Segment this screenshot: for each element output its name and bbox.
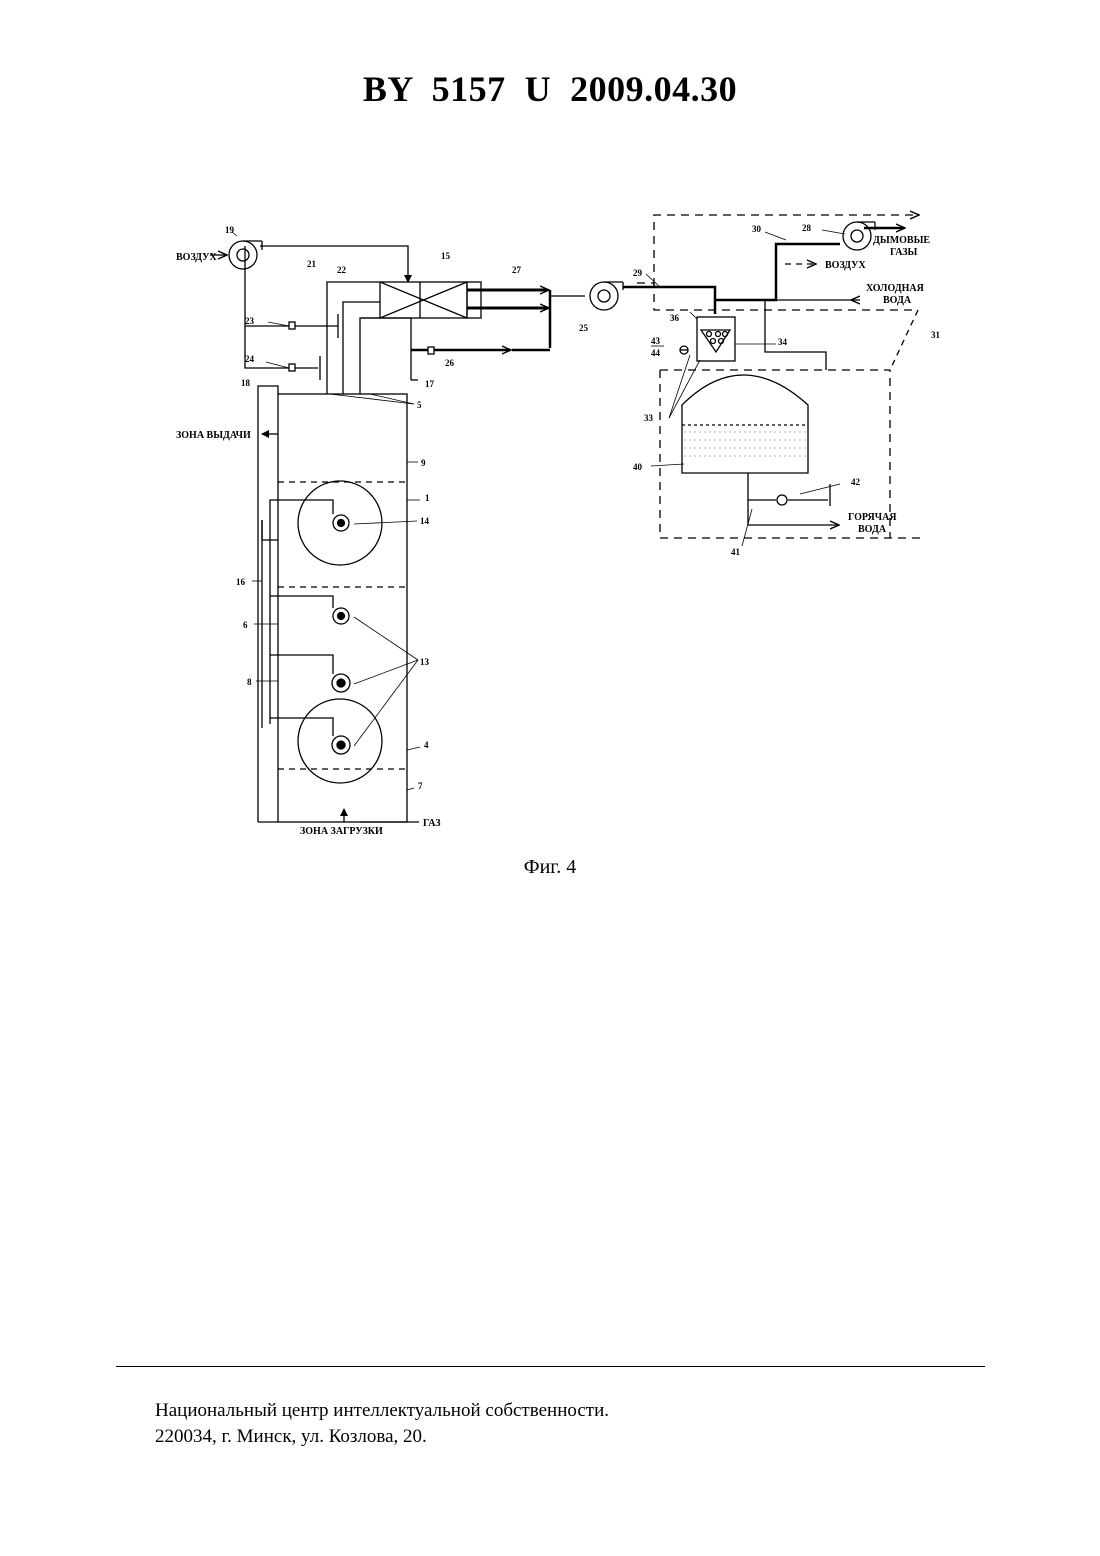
figure-ref-number: 5	[417, 400, 422, 410]
figure-ref-number: 19	[225, 225, 235, 235]
figure-ref-number: 42	[851, 477, 861, 487]
figure-ref-number: 17	[425, 379, 435, 389]
patent-figure-diagram: ВОЗДУХ 19 21 22 15 27 23 24 26 18 17 5 2…	[0, 0, 1100, 900]
water-boiler	[682, 375, 808, 473]
figure-ref-number: 27	[512, 265, 522, 275]
figure-ref-number: 25	[579, 323, 589, 333]
figure-ref-number: 8	[247, 677, 252, 687]
label-vozduh-right: ВОЗДУХ	[825, 260, 866, 271]
label-goryachaya-1: ГОРЯЧАЯ	[848, 512, 897, 523]
footer: Национальный центр интеллектуальной собс…	[155, 1398, 609, 1450]
figure-ref-number: 29	[633, 268, 643, 278]
label-holodnaya-1: ХОЛОДНАЯ	[866, 283, 925, 294]
figure-ref-number: 23	[245, 316, 255, 326]
label-dymovye-1: ДЫМОВЫЕ	[873, 235, 930, 246]
label-gaz: ГАЗ	[423, 818, 441, 829]
figure-ref-number: 14	[420, 516, 430, 526]
figure-ref-number: 43	[651, 336, 661, 346]
scrubber-tank	[697, 317, 735, 361]
footer-divider	[116, 1366, 985, 1367]
figure-ref-number: 18	[241, 378, 251, 388]
figure-ref-number: 28	[802, 223, 812, 233]
figure-ref-number: 24	[245, 354, 255, 364]
figure-ref-number: 41	[731, 547, 741, 557]
label-goryachaya-2: ВОДА	[858, 524, 887, 535]
figure-ref-number: 30	[752, 224, 762, 234]
figure-ref-number: 40	[633, 462, 643, 472]
footer-line-1: Национальный центр интеллектуальной собс…	[155, 1398, 609, 1424]
label-dymovye-2: ГАЗЫ	[890, 247, 918, 258]
figure-ref-number: 9	[421, 458, 426, 468]
figure-ref-number: 26	[445, 358, 455, 368]
figure-ref-number: 21	[307, 259, 317, 269]
label-zona-zagruzki: ЗОНА ЗАГРУЗКИ	[300, 826, 383, 837]
figure-ref-number: 13	[420, 657, 430, 667]
figure-ref-number: 22	[337, 265, 347, 275]
figure-ref-number: 6	[243, 620, 248, 630]
figure-ref-number: 16	[236, 577, 246, 587]
figure-caption: Фиг. 4	[0, 856, 1100, 879]
footer-line-2: 220034, г. Минск, ул. Козлова, 20.	[155, 1424, 609, 1450]
figure-ref-number: 36	[670, 313, 680, 323]
figure-ref-number: 44	[651, 348, 661, 358]
label-zona-vydachi: ЗОНА ВЫДАЧИ	[176, 430, 251, 441]
figure-ref-number: 1	[425, 493, 430, 503]
figure-ref-number: 15	[441, 251, 451, 261]
figure-ref-number: 31	[931, 330, 941, 340]
figure-ref-number: 33	[644, 413, 654, 423]
figure-ref-number: 7	[418, 781, 423, 791]
figure-ref-number: 34	[778, 337, 788, 347]
figure-ref-number: 4	[424, 740, 429, 750]
label-vozduh-left: ВОЗДУХ	[176, 252, 217, 263]
label-holodnaya-2: ВОДА	[883, 295, 912, 306]
